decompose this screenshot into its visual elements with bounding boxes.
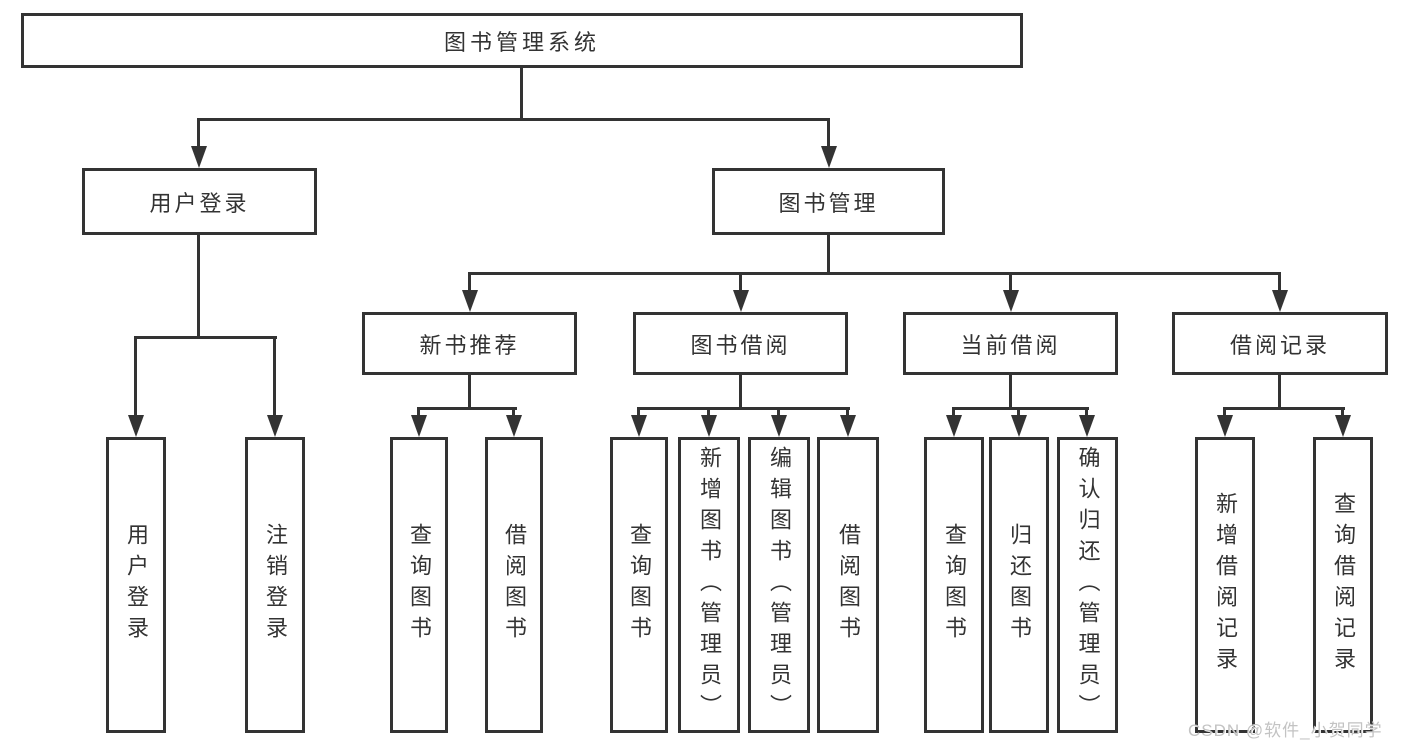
connector-root-drop-right [827, 118, 830, 150]
connector-bookmgmt-drop-4 [1278, 272, 1281, 294]
connector-records-drop-2 [1341, 407, 1344, 417]
leaf-borrow-books-borrowing: 借阅图书 [817, 437, 879, 733]
connector-root-rail [197, 118, 830, 121]
connector-newbooks-stem [468, 375, 471, 409]
connector-root-drop-left [197, 118, 200, 150]
leaf-label: 查询图书 [627, 523, 652, 647]
leaf-return-books: 归还图书 [989, 437, 1049, 733]
arrowhead-icon [840, 415, 856, 437]
connector-current-drop-3 [1085, 407, 1088, 417]
arrowhead-icon [1272, 290, 1288, 312]
leaf-confirm-return-admin: 确认归还（管理员） [1057, 437, 1118, 733]
connector-current-drop-1 [952, 407, 955, 417]
arrowhead-icon [946, 415, 962, 437]
leaf-label: 查询图书 [407, 523, 432, 647]
csdn-watermark: CSDN @软件_小贺同学 [1188, 721, 1383, 740]
leaf-label: 注销登录 [263, 523, 288, 647]
leaf-user-login: 用户登录 [106, 437, 166, 733]
connector-records-stem [1278, 375, 1281, 409]
connector-borrowing-rail [637, 407, 850, 410]
arrowhead-icon [1079, 415, 1095, 437]
connector-borrowing-drop-2 [707, 407, 710, 417]
leaf-query-books-borrowing: 查询图书 [610, 437, 668, 733]
connector-bookmgmt-stem [827, 233, 830, 274]
node-book-management: 图书管理 [712, 168, 945, 235]
leaf-add-borrow-record: 新增借阅记录 [1195, 437, 1255, 733]
node-library-system: 图书管理系统 [21, 13, 1023, 68]
arrowhead-icon [701, 415, 717, 437]
node-new-book-recommend: 新书推荐 [362, 312, 577, 375]
connector-bookmgmt-drop-2 [739, 272, 742, 294]
arrowhead-icon [128, 415, 144, 437]
leaf-query-books-newbooks: 查询图书 [390, 437, 448, 733]
connector-userlogin-stem [197, 235, 200, 338]
connector-bookmgmt-drop-1 [468, 272, 471, 294]
connector-newbooks-rail [417, 407, 517, 410]
connector-newbooks-drop-1 [417, 407, 420, 417]
leaf-label: 查询借阅记录 [1331, 492, 1356, 678]
connector-borrowing-drop-3 [777, 407, 780, 417]
arrowhead-icon [771, 415, 787, 437]
leaf-label: 借阅图书 [502, 523, 527, 647]
arrowhead-icon [821, 146, 837, 168]
node-book-borrowing: 图书借阅 [633, 312, 848, 375]
leaf-label: 用户登录 [124, 523, 149, 647]
connector-borrowing-drop-1 [637, 407, 640, 417]
connector-root-stem [520, 66, 523, 120]
connector-current-rail [952, 407, 1089, 410]
connector-borrowing-drop-4 [846, 407, 849, 417]
connector-newbooks-drop-2 [512, 407, 515, 417]
node-borrowing-records: 借阅记录 [1172, 312, 1388, 375]
arrowhead-icon [462, 290, 478, 312]
connector-current-stem [1009, 375, 1012, 409]
leaf-label: 归还图书 [1007, 523, 1032, 647]
leaf-query-borrow-record: 查询借阅记录 [1313, 437, 1373, 733]
connector-userlogin-drop-1 [134, 336, 137, 418]
arrowhead-icon [506, 415, 522, 437]
connector-records-drop-1 [1223, 407, 1226, 417]
leaf-label: 确认归还（管理员） [1075, 445, 1101, 725]
leaf-borrow-books-newbooks: 借阅图书 [485, 437, 543, 733]
node-user-login: 用户登录 [82, 168, 317, 235]
connector-borrowing-stem [739, 375, 742, 409]
arrowhead-icon [1003, 290, 1019, 312]
connector-records-rail [1223, 407, 1345, 410]
arrowhead-icon [191, 146, 207, 168]
leaf-label: 新增借阅记录 [1213, 492, 1238, 678]
leaf-logout: 注销登录 [245, 437, 305, 733]
leaf-query-books-current: 查询图书 [924, 437, 984, 733]
node-current-borrowing: 当前借阅 [903, 312, 1118, 375]
arrowhead-icon [631, 415, 647, 437]
leaf-label: 借阅图书 [836, 523, 861, 647]
arrowhead-icon [411, 415, 427, 437]
arrowhead-icon [1011, 415, 1027, 437]
leaf-label: 新增图书（管理员） [697, 445, 722, 725]
arrowhead-icon [1217, 415, 1233, 437]
connector-userlogin-drop-2 [273, 336, 276, 418]
leaf-label: 编辑图书（管理员） [767, 445, 792, 725]
arrowhead-icon [1335, 415, 1351, 437]
arrowhead-icon [733, 290, 749, 312]
connector-bookmgmt-drop-3 [1009, 272, 1012, 294]
connector-userlogin-rail [134, 336, 277, 339]
leaf-label: 查询图书 [942, 523, 967, 647]
leaf-add-books-admin: 新增图书（管理员） [678, 437, 740, 733]
connector-current-drop-2 [1017, 407, 1020, 417]
leaf-edit-books-admin: 编辑图书（管理员） [748, 437, 810, 733]
arrowhead-icon [267, 415, 283, 437]
connector-bookmgmt-rail [469, 272, 1281, 275]
